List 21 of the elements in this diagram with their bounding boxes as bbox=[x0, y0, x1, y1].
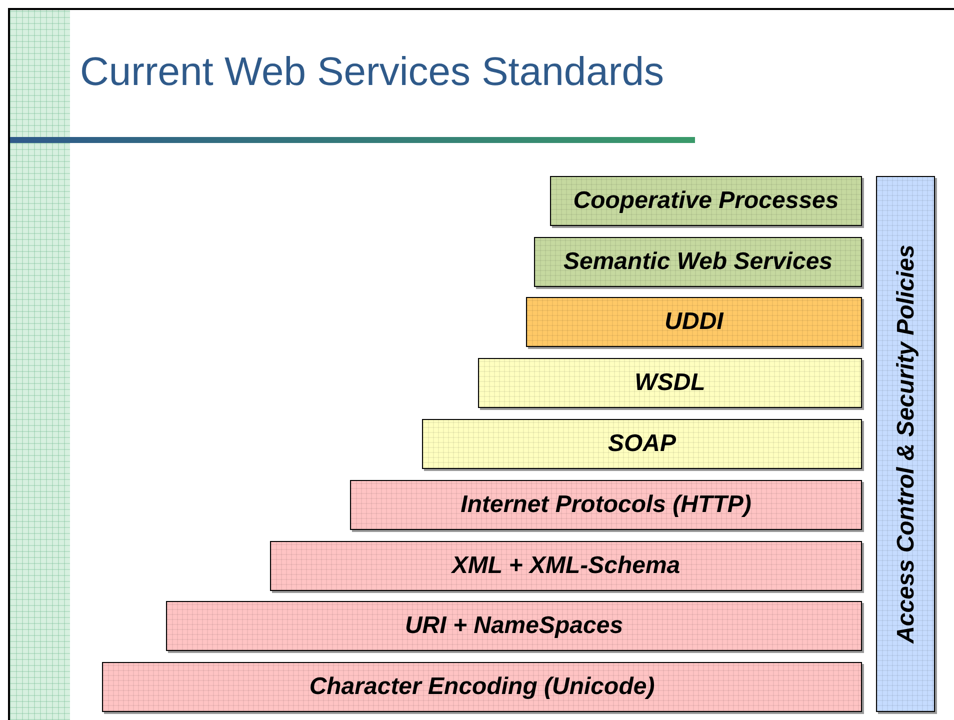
layer-bar bbox=[526, 297, 862, 347]
layer-label: WSDL bbox=[634, 369, 706, 397]
vertical-layer-bar bbox=[876, 176, 935, 712]
layer-label: Cooperative Processes bbox=[573, 187, 839, 215]
layer-label: Internet Protocols (HTTP) bbox=[460, 491, 752, 519]
slide-title: Current Web Services Standards bbox=[80, 50, 664, 95]
layer-bar bbox=[550, 176, 862, 226]
layer-bar bbox=[478, 358, 862, 408]
layer-label: Access Control & Security Policies bbox=[894, 244, 917, 644]
layer-label: URI + NameSpaces bbox=[404, 612, 624, 640]
layer-label: Character Encoding (Unicode) bbox=[309, 673, 655, 701]
layer-bar bbox=[166, 601, 862, 651]
layer-bar bbox=[270, 541, 862, 591]
layer-bar bbox=[422, 419, 862, 469]
layer-bar bbox=[534, 237, 862, 287]
layer-bar bbox=[350, 480, 862, 530]
layer-label: XML + XML-Schema bbox=[452, 552, 680, 580]
layer-label: Semantic Web Services bbox=[563, 248, 833, 276]
layer-label: UDDI bbox=[664, 308, 724, 336]
layer-bar bbox=[102, 662, 862, 712]
layer-label: SOAP bbox=[608, 430, 676, 458]
